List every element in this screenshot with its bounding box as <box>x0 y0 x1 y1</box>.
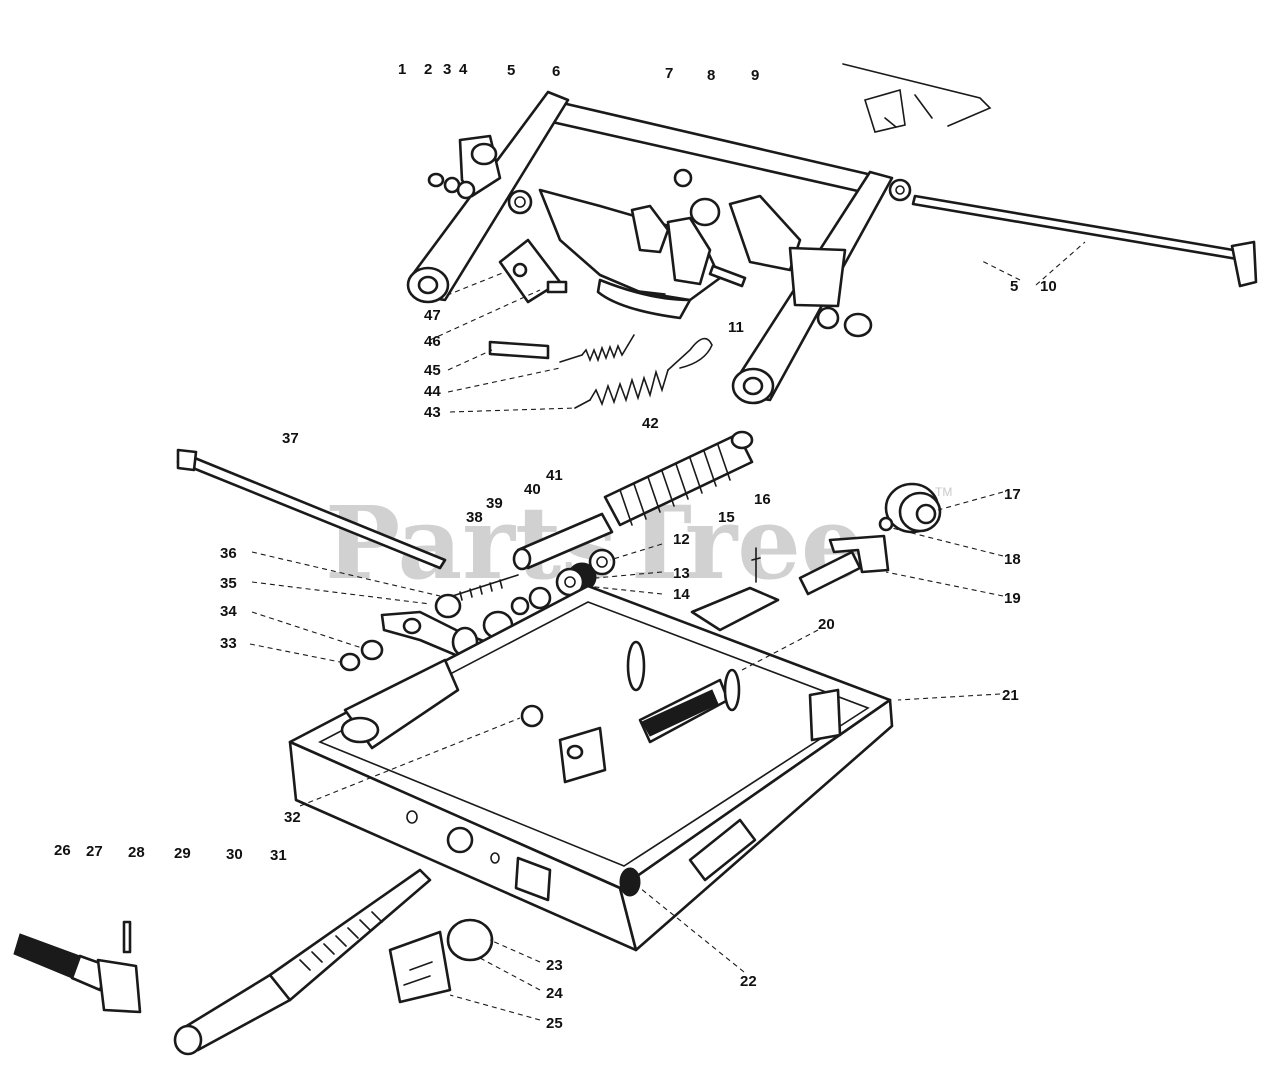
callout-25: 25 <box>546 1015 563 1032</box>
callout-12: 12 <box>673 531 690 548</box>
callout-31: 31 <box>270 847 287 864</box>
pin-46 <box>546 280 568 294</box>
right-plate <box>728 194 802 272</box>
callout-22: 22 <box>740 973 757 990</box>
callout-1: 1 <box>398 61 406 78</box>
callout-17: 17 <box>1004 486 1021 503</box>
spring-small <box>581 343 629 363</box>
pin <box>708 264 747 288</box>
callout-19: 19 <box>1004 590 1021 607</box>
plate-15 <box>690 586 780 632</box>
washer-12 <box>588 548 616 576</box>
ratchet-sector <box>630 204 670 254</box>
callout-7: 7 <box>665 65 673 82</box>
pin-28 <box>122 920 132 954</box>
watermark-trademark: TM <box>935 485 952 499</box>
handle-bracket <box>96 958 142 1014</box>
callout-26: 26 <box>54 842 71 859</box>
callout-46: 46 <box>424 333 441 350</box>
cross-tube <box>550 100 887 198</box>
callout-40: 40 <box>524 481 541 498</box>
callout-6: 6 <box>552 63 560 80</box>
spring-long <box>589 369 669 407</box>
bracket-19 <box>828 534 890 574</box>
callout-24: 24 <box>546 985 563 1002</box>
callout-36: 36 <box>220 545 237 562</box>
callout-37: 37 <box>282 430 299 447</box>
callout-23: 23 <box>546 957 563 974</box>
leader-lines <box>249 241 1086 1021</box>
callout-34: 34 <box>220 603 237 620</box>
callout-16: 16 <box>754 491 771 508</box>
adjust-rod <box>911 194 1247 262</box>
callout-32: 32 <box>284 809 301 826</box>
callout-29: 29 <box>174 845 191 862</box>
callout-9: 9 <box>751 67 759 84</box>
callout-45: 45 <box>424 362 441 379</box>
callout-47: 47 <box>424 307 441 324</box>
callout-20: 20 <box>818 616 835 633</box>
callout-41: 41 <box>546 467 563 484</box>
callout-10: 10 <box>1040 278 1057 295</box>
callout-44: 44 <box>424 383 441 400</box>
knob-22 <box>619 867 641 897</box>
callout-33: 33 <box>220 635 237 652</box>
callout-3: 3 <box>443 61 451 78</box>
callout-21: 21 <box>1002 687 1019 704</box>
frame <box>288 584 894 952</box>
callout-5: 5 <box>507 62 515 79</box>
callout-8: 8 <box>707 67 715 84</box>
callout-39: 39 <box>486 495 503 512</box>
callout-15: 15 <box>718 509 735 526</box>
callout-labels: 1 2 3 4 5 6 7 8 9 5 10 11 12 13 14 15 16… <box>54 61 1057 1032</box>
roller <box>689 197 721 227</box>
handle-grip <box>13 933 81 979</box>
rod-handle <box>1230 240 1258 288</box>
callout-2: 2 <box>424 61 432 78</box>
callout-43: 43 <box>424 404 441 421</box>
bushing-right <box>843 312 873 338</box>
block <box>488 340 550 360</box>
callout-11: 11 <box>728 319 744 336</box>
bushing-35 <box>434 593 462 619</box>
callout-42: 42 <box>642 415 659 432</box>
callout-27: 27 <box>86 843 103 860</box>
callout-28: 28 <box>128 844 145 861</box>
callout-30: 30 <box>226 846 243 863</box>
bushing <box>507 189 533 215</box>
callout-5-right: 5 <box>1010 278 1018 295</box>
callout-4: 4 <box>459 61 468 78</box>
seat-pan-corner <box>842 63 992 133</box>
callout-38: 38 <box>466 509 483 526</box>
arm-clamp <box>788 246 847 308</box>
lower-assembly <box>13 430 942 1056</box>
callout-35: 35 <box>220 575 237 592</box>
callout-14: 14 <box>673 586 690 603</box>
pulley <box>884 482 942 534</box>
washer <box>427 172 445 188</box>
callout-13: 13 <box>673 565 690 582</box>
lead-screw <box>173 868 432 1056</box>
callout-18: 18 <box>1004 551 1021 568</box>
coupler <box>446 918 494 962</box>
large-spring <box>603 430 754 527</box>
nut-33 <box>339 652 361 672</box>
upper-assembly <box>406 63 1258 409</box>
